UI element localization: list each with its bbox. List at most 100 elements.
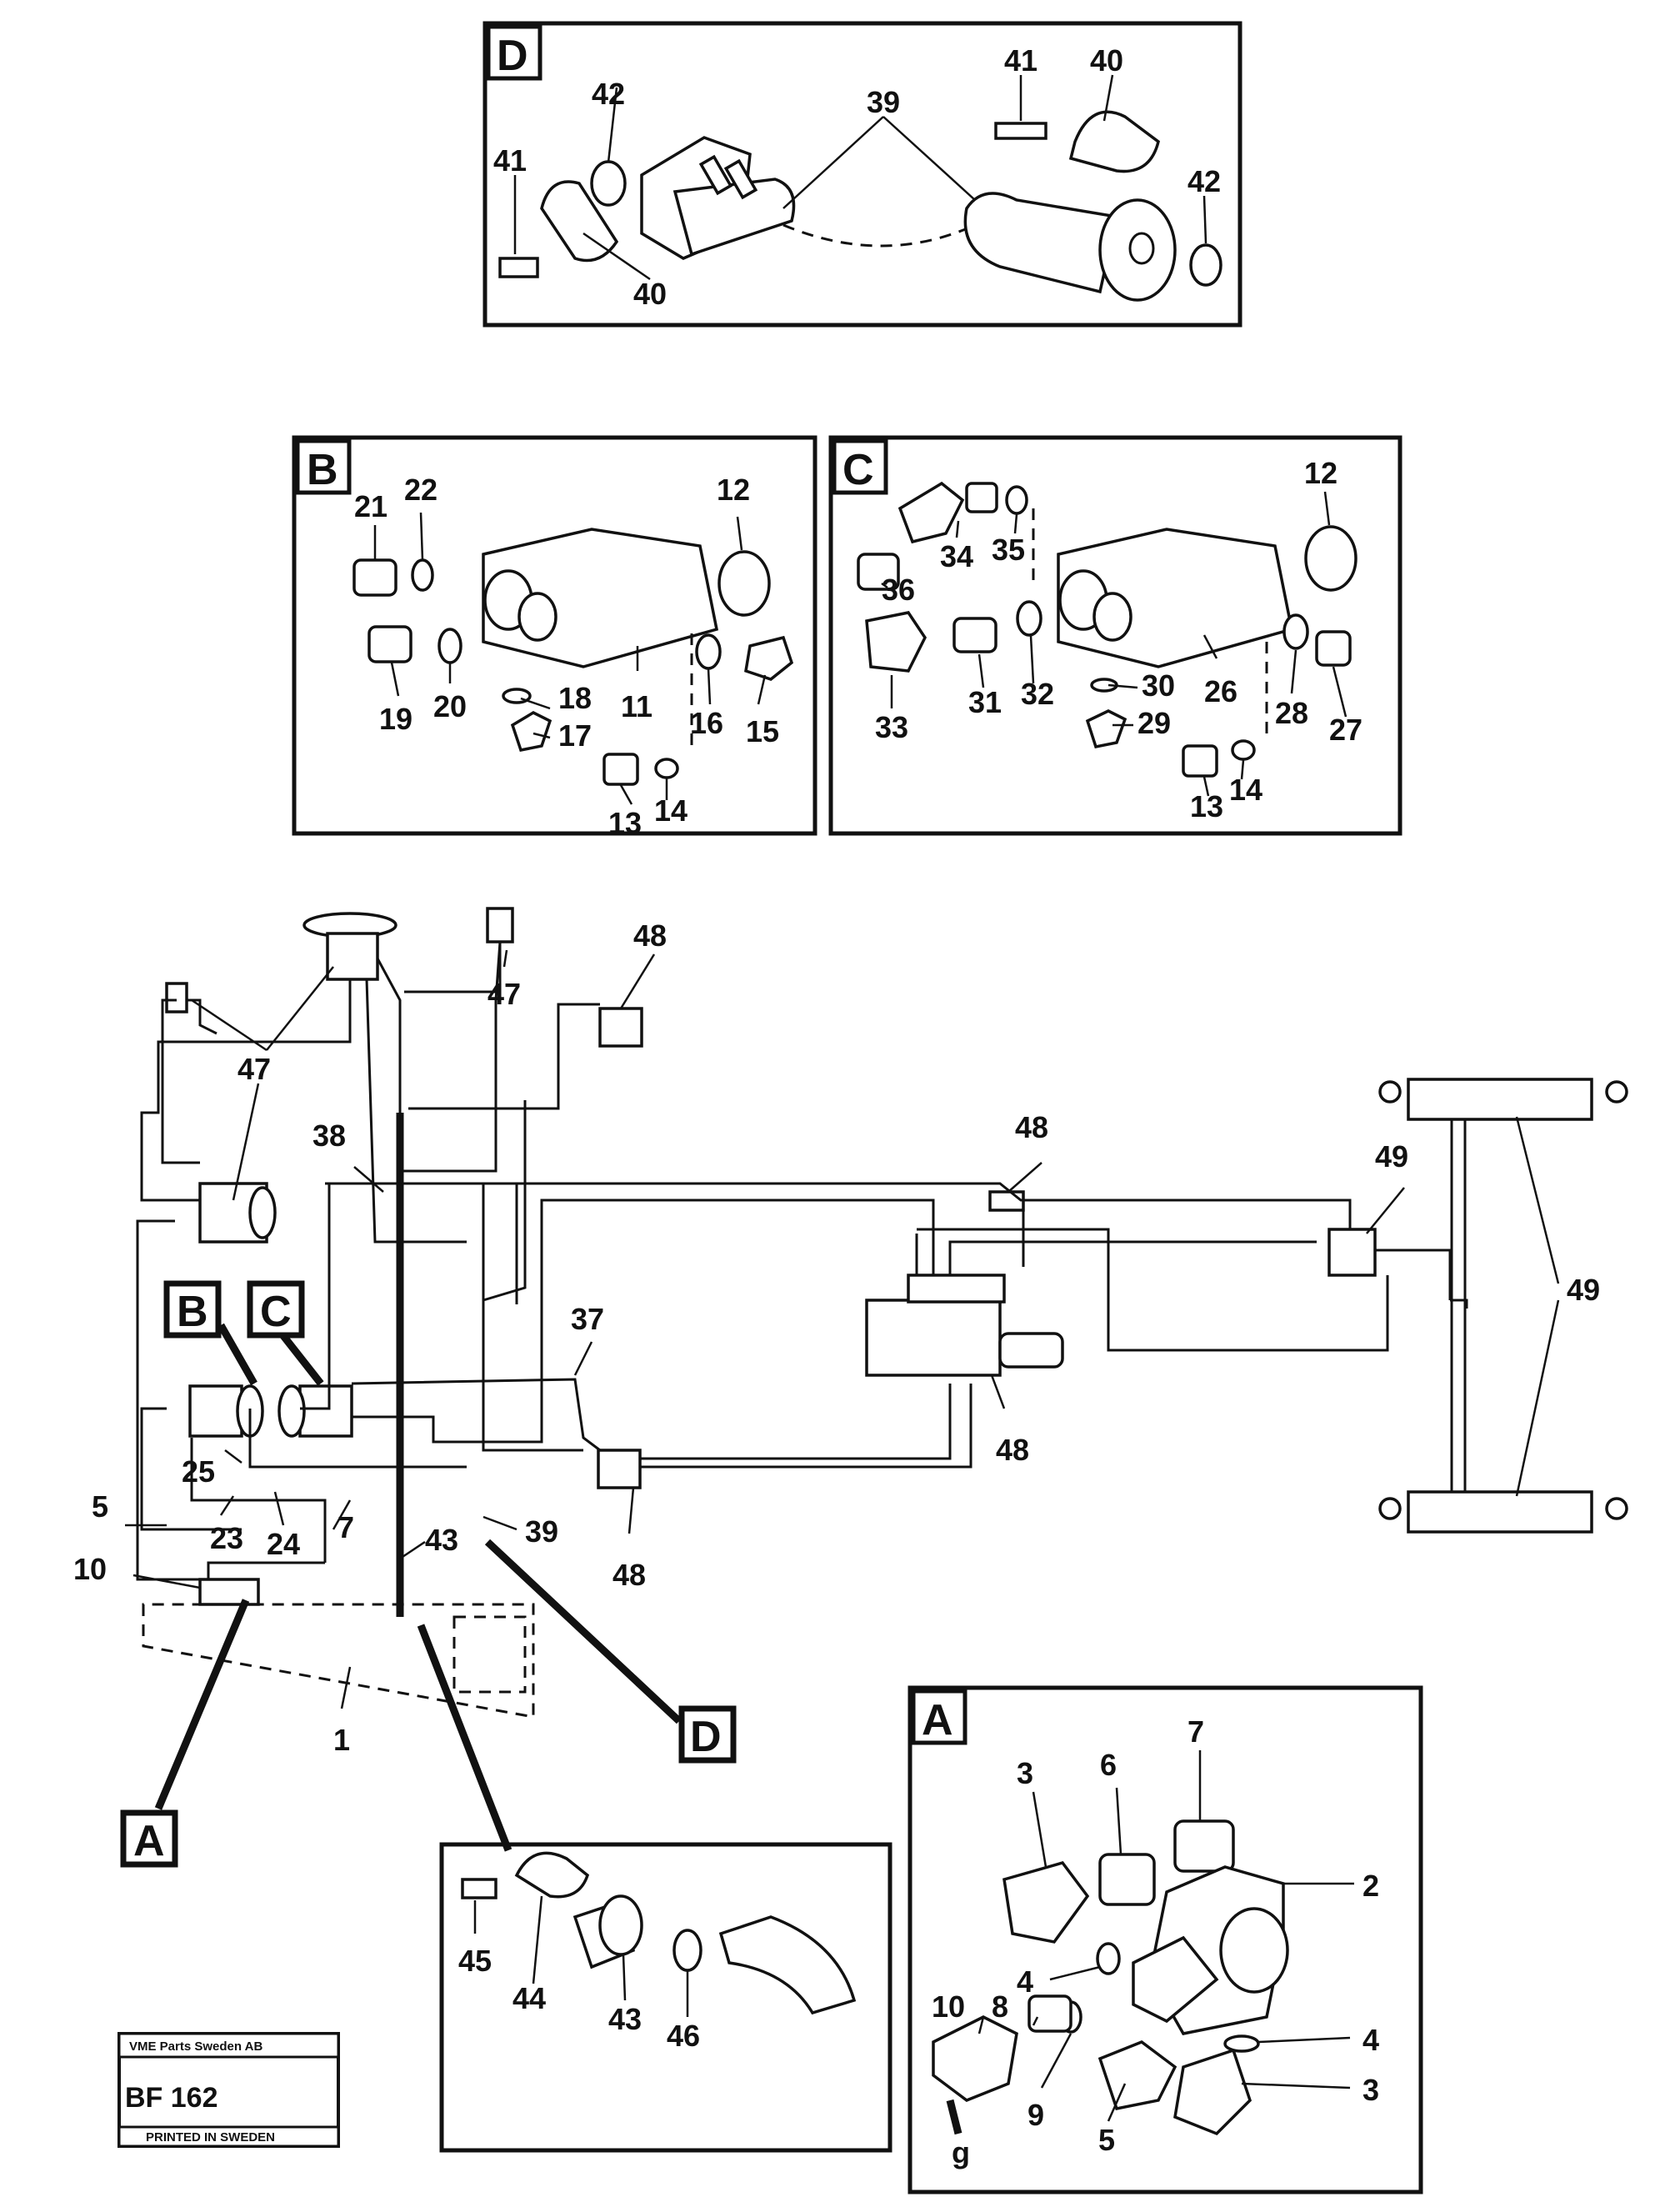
label-b-22: 22 bbox=[404, 473, 438, 507]
label-c-32: 32 bbox=[1021, 677, 1054, 711]
label-c-14: 14 bbox=[1229, 773, 1262, 807]
label-e-44: 44 bbox=[512, 1981, 546, 2015]
label-e-45: 45 bbox=[458, 1944, 492, 1978]
valve-47-top bbox=[486, 907, 514, 943]
fitting-b-21 bbox=[352, 558, 398, 597]
nut-a-6 bbox=[1098, 1853, 1156, 1906]
label-m-47b: 47 bbox=[488, 977, 521, 1011]
bolt-right bbox=[994, 122, 1048, 140]
fitting-a-7 bbox=[1173, 1819, 1235, 1873]
label-a-6: 6 bbox=[1100, 1748, 1117, 1782]
o-ring-a-4-bottom bbox=[1223, 2034, 1260, 2053]
o-ring-right bbox=[1189, 243, 1222, 287]
label-m-10: 10 bbox=[73, 1552, 107, 1586]
detail-panel-d: D 42 41 40 39 41 40 42 bbox=[482, 21, 1242, 328]
label-d-39: 39 bbox=[867, 85, 900, 119]
bolt-45 bbox=[461, 1878, 498, 1899]
detail-panel-flange: 45 44 43 46 bbox=[439, 1842, 892, 2153]
label-a-2: 2 bbox=[1362, 1869, 1379, 1903]
adapter-a-8 bbox=[1028, 1994, 1072, 2033]
stamp-code: BF 162 bbox=[125, 2082, 218, 2114]
label-c-13: 13 bbox=[1190, 789, 1223, 823]
label-e-46: 46 bbox=[667, 2019, 700, 2053]
valve-49 bbox=[1328, 1228, 1377, 1277]
fitting-c-36 bbox=[857, 553, 900, 591]
callout-b-main: B bbox=[177, 1288, 208, 1336]
label-d-40a: 40 bbox=[633, 277, 667, 311]
clamp-right bbox=[1068, 110, 1160, 173]
elbow-a-3-top bbox=[1002, 1860, 1090, 1944]
bolt-c-13 bbox=[1182, 744, 1218, 778]
o-ring-left bbox=[590, 160, 627, 207]
label-b-12: 12 bbox=[717, 473, 750, 507]
label-m-48b: 48 bbox=[1015, 1110, 1048, 1144]
clamp-44 bbox=[514, 1851, 590, 1899]
label-d-41a: 41 bbox=[493, 143, 527, 178]
label-c-36: 36 bbox=[882, 573, 915, 607]
label-c-12: 12 bbox=[1304, 456, 1338, 490]
o-ring-b-12 bbox=[718, 550, 771, 617]
label-m-39: 39 bbox=[525, 1514, 558, 1549]
label-m-5: 5 bbox=[92, 1489, 108, 1524]
callout-d-main: D bbox=[690, 1713, 722, 1761]
label-c-26: 26 bbox=[1204, 674, 1238, 708]
callout-b-box bbox=[163, 1280, 222, 1339]
label-m-43: 43 bbox=[425, 1523, 458, 1557]
title-stamp: VME Parts Sweden AB BF 162 PRINTED IN SW… bbox=[118, 2032, 340, 2148]
main-schematic: B C A D 47 47 48 38 48 49 49 bbox=[73, 907, 1628, 1868]
stamp-printed: PRINTED IN SWEDEN bbox=[146, 2130, 275, 2144]
label-m-1: 1 bbox=[333, 1723, 350, 1757]
label-m-48d: 48 bbox=[612, 1558, 646, 1592]
label-b-14: 14 bbox=[654, 793, 688, 828]
label-e-43: 43 bbox=[608, 2002, 642, 2036]
clamp-left bbox=[540, 180, 619, 263]
label-c-33: 33 bbox=[875, 710, 908, 744]
o-ring-46 bbox=[672, 1929, 702, 1972]
label-c-31: 31 bbox=[968, 685, 1002, 719]
fitting-b-19 bbox=[368, 625, 412, 663]
detail-panel-a: A 3 6 7 2 4 10 8 4 3 9 5 g bbox=[908, 1685, 1423, 2194]
label-d-41b: 41 bbox=[1004, 43, 1038, 78]
valve-48-lower bbox=[597, 1449, 642, 1489]
valve-47-left bbox=[165, 982, 188, 1013]
label-d-40b: 40 bbox=[1090, 43, 1123, 78]
valve-48-right bbox=[988, 1190, 1025, 1212]
label-a-3a: 3 bbox=[1017, 1756, 1033, 1790]
callout-d-box bbox=[678, 1705, 737, 1764]
label-m-47a: 47 bbox=[238, 1052, 271, 1086]
bolt-left bbox=[498, 257, 539, 278]
pipe-section-left bbox=[672, 178, 796, 257]
label-b-15: 15 bbox=[746, 714, 779, 748]
label-b-16: 16 bbox=[690, 706, 723, 740]
pipe-section-right bbox=[963, 192, 1119, 294]
label-a-9: 9 bbox=[1028, 2098, 1044, 2132]
stamp-company: VME Parts Sweden AB bbox=[129, 2039, 262, 2054]
label-c-29: 29 bbox=[1138, 706, 1171, 740]
valve-48-top bbox=[598, 1007, 643, 1048]
label-a-10: 10 bbox=[932, 1989, 965, 2024]
label-b-21: 21 bbox=[354, 489, 388, 523]
label-c-28: 28 bbox=[1275, 696, 1308, 730]
elbow-c-34 bbox=[898, 481, 965, 544]
label-m-23: 23 bbox=[210, 1521, 243, 1555]
pump-c-schematic bbox=[298, 1384, 353, 1438]
control-unit-48 bbox=[865, 1299, 1002, 1377]
fitting-a-10 bbox=[932, 2015, 1018, 2102]
label-b-11: 11 bbox=[621, 689, 652, 723]
label-m-49a: 49 bbox=[1375, 1139, 1408, 1174]
elbow-b-15 bbox=[744, 635, 794, 681]
label-a-5: 5 bbox=[1098, 2123, 1115, 2157]
tee-c-29 bbox=[1085, 709, 1128, 749]
o-ring-c-12 bbox=[1304, 525, 1358, 592]
fitting-c-31 bbox=[952, 617, 998, 653]
label-a-g: g bbox=[952, 2135, 970, 2169]
callout-c-main: C bbox=[260, 1288, 292, 1336]
label-d-42b: 42 bbox=[1188, 164, 1221, 198]
callout-c-box bbox=[247, 1280, 305, 1339]
label-m-38: 38 bbox=[312, 1119, 346, 1153]
label-c-30: 30 bbox=[1142, 668, 1175, 703]
label-a-4b: 4 bbox=[1362, 2023, 1379, 2057]
o-ring-a-4-top bbox=[1096, 1942, 1121, 1975]
hose-flange bbox=[718, 1915, 857, 2015]
